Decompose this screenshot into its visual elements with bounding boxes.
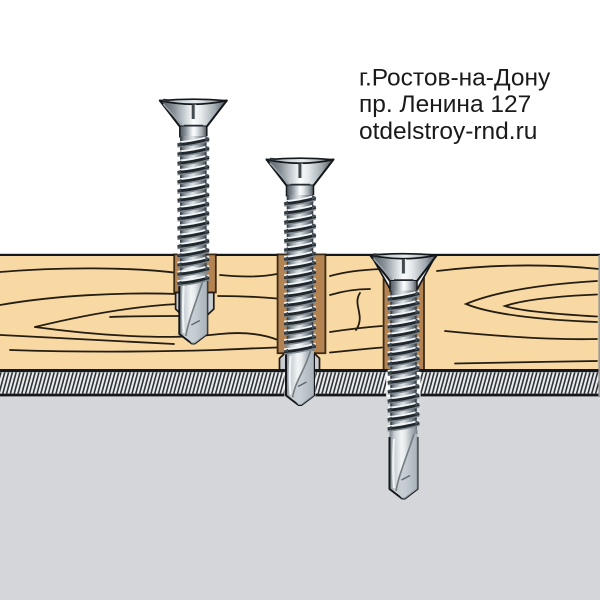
svg-text:otdelstroy-rnd.ru: otdelstroy-rnd.ru [359,118,537,145]
svg-text:г.Ростов-на-Дону: г.Ростов-на-Дону [359,65,551,92]
svg-text:пр. Ленина 127: пр. Ленина 127 [359,91,531,118]
